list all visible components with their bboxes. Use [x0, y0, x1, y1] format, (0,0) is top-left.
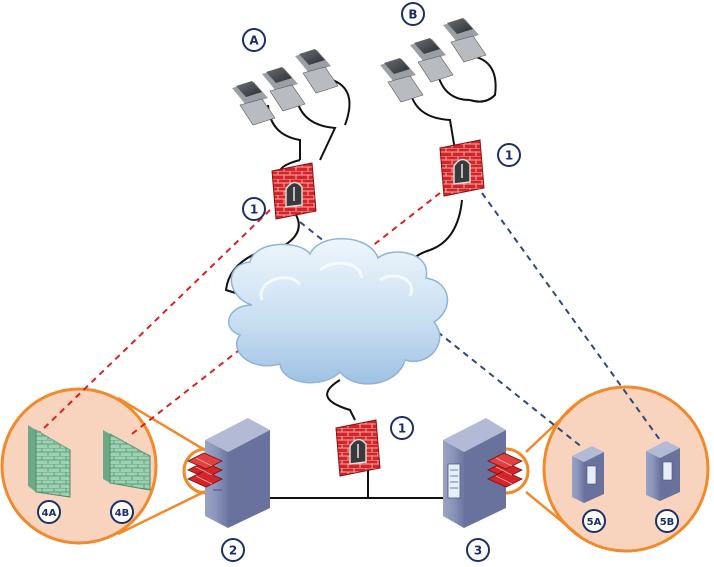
label-vm-5a: 5A — [582, 509, 606, 533]
workstation-icon — [232, 81, 276, 126]
firewall-b-icon — [439, 139, 485, 197]
svg-text:5A: 5A — [587, 517, 602, 528]
label-firewall-b: 1 — [497, 143, 521, 167]
firewall-a-icon — [271, 162, 317, 220]
brick-wall-icon — [28, 425, 71, 498]
workstation-icon — [262, 67, 306, 112]
label-group-a: A — [242, 28, 266, 52]
workstation-icon — [380, 58, 424, 103]
brick-wall-icon — [103, 430, 151, 491]
svg-text:4B: 4B — [115, 508, 130, 519]
zoom-circle-right — [525, 385, 710, 553]
firewall-stack-icon — [487, 452, 523, 488]
svg-text:4A: 4A — [42, 508, 57, 519]
svg-text:1: 1 — [250, 203, 258, 217]
server-right-icon — [443, 418, 506, 528]
server-left-icon — [205, 418, 270, 528]
workstation-icon — [443, 18, 487, 63]
svg-text:B: B — [408, 8, 417, 22]
svg-text:3: 3 — [474, 544, 482, 558]
svg-text:1: 1 — [398, 422, 406, 436]
workstation-group-a — [232, 49, 339, 126]
server-tower-icon — [572, 446, 604, 503]
firewall-core-icon — [335, 419, 381, 477]
server-tower-icon — [646, 441, 680, 501]
label-firewall-a: 1 — [242, 197, 266, 221]
network-cloud-icon — [228, 238, 449, 385]
label-vm-5b: 5B — [655, 509, 679, 533]
firewall-stack-icon — [187, 452, 223, 488]
label-server-right: 3 — [466, 538, 490, 562]
workstation-icon — [410, 38, 454, 83]
workstation-group-b — [380, 18, 487, 103]
label-vpn-4b: 4B — [110, 500, 134, 524]
svg-text:5B: 5B — [660, 517, 675, 528]
svg-text:2: 2 — [229, 544, 237, 558]
label-group-b: B — [401, 2, 425, 26]
workstation-icon — [295, 49, 339, 94]
svg-text:1: 1 — [505, 149, 513, 163]
label-server-left: 2 — [221, 538, 245, 562]
svg-text:A: A — [249, 34, 259, 48]
label-vpn-4a: 4A — [37, 500, 61, 524]
label-firewall-core: 1 — [390, 416, 414, 440]
